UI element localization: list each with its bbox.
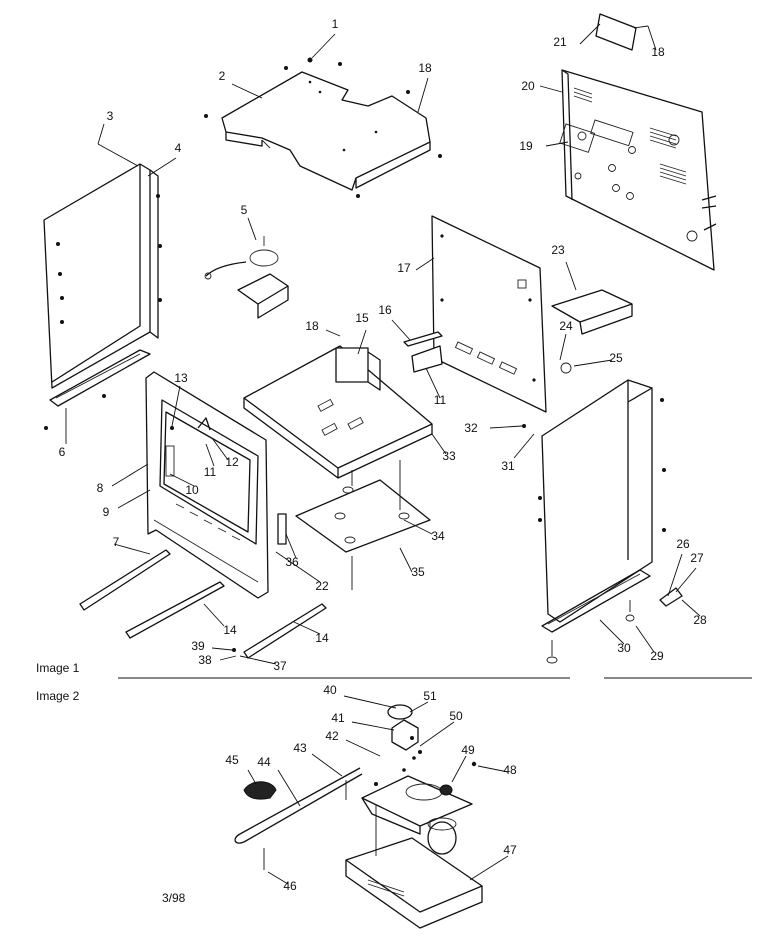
callout-5: 5 xyxy=(241,203,248,217)
callout-labels: 1218211820193451723181516242513116323112… xyxy=(59,17,707,893)
valve-assembly xyxy=(204,236,289,319)
callout-17: 17 xyxy=(397,261,411,275)
grommet-25 xyxy=(560,362,572,374)
callout-26: 26 xyxy=(676,537,690,551)
callout-29: 29 xyxy=(650,649,664,663)
callout-31: 31 xyxy=(501,459,515,473)
callout-18: 18 xyxy=(651,45,665,59)
callout-24: 24 xyxy=(559,319,573,333)
callout-21: 21 xyxy=(553,35,567,49)
back-panel xyxy=(559,69,717,271)
callout-23: 23 xyxy=(551,243,565,257)
callout-6: 6 xyxy=(59,445,66,459)
rear-panel xyxy=(431,215,547,413)
burner-box xyxy=(243,345,433,479)
callout-32: 32 xyxy=(464,421,478,435)
bottom-rail-right xyxy=(243,603,327,659)
bracket-16 xyxy=(403,331,443,347)
callout-14: 14 xyxy=(223,623,237,637)
callout-37: 37 xyxy=(273,659,287,673)
callout-10: 10 xyxy=(185,483,199,497)
callout-44: 44 xyxy=(257,755,271,769)
section-label-image1: Image 1 xyxy=(36,661,80,675)
callout-27: 27 xyxy=(690,551,704,565)
right-side-panel xyxy=(538,379,683,664)
left-side-panel xyxy=(43,163,162,430)
control-assembly xyxy=(234,704,483,929)
callout-2: 2 xyxy=(219,69,226,83)
callout-49: 49 xyxy=(461,743,475,757)
callout-11: 11 xyxy=(204,465,217,479)
callout-3: 3 xyxy=(107,109,114,123)
callout-35: 35 xyxy=(411,565,425,579)
callout-1: 1 xyxy=(332,17,339,31)
footer-code: 3/98 xyxy=(162,891,186,905)
callout-39: 39 xyxy=(191,639,205,653)
callout-9: 9 xyxy=(103,505,110,519)
callout-16: 16 xyxy=(378,303,392,317)
callout-4: 4 xyxy=(175,141,182,155)
section-label-image2: Image 2 xyxy=(36,689,80,703)
small-cover-plate xyxy=(595,13,637,51)
callout-19: 19 xyxy=(519,139,533,153)
callout-40: 40 xyxy=(323,683,337,697)
callout-18: 18 xyxy=(418,61,432,75)
callout-47: 47 xyxy=(503,843,517,857)
callout-8: 8 xyxy=(97,481,104,495)
callout-13: 13 xyxy=(174,371,188,385)
callout-7: 7 xyxy=(113,535,120,549)
leader-lines xyxy=(65,23,701,885)
front-frame xyxy=(145,371,287,599)
callout-36: 36 xyxy=(285,555,299,569)
callout-42: 42 xyxy=(325,729,339,743)
callout-38: 38 xyxy=(198,653,212,667)
callout-41: 41 xyxy=(331,711,345,725)
callout-45: 45 xyxy=(225,753,239,767)
support-bracket xyxy=(551,289,633,323)
front-rail xyxy=(79,549,171,611)
callout-25: 25 xyxy=(609,351,623,365)
callout-14: 14 xyxy=(315,631,329,645)
callout-34: 34 xyxy=(431,529,445,543)
callout-28: 28 xyxy=(693,613,707,627)
callout-30: 30 xyxy=(617,641,631,655)
bracket-11 xyxy=(411,345,443,373)
callout-46: 46 xyxy=(283,879,297,893)
top-cover-panel xyxy=(204,62,442,198)
base-plate xyxy=(295,460,431,590)
callout-20: 20 xyxy=(521,79,535,93)
callout-15: 15 xyxy=(355,311,369,325)
callout-48: 48 xyxy=(503,763,517,777)
callout-51: 51 xyxy=(423,689,437,703)
callout-11: 11 xyxy=(434,393,447,407)
callout-22: 22 xyxy=(315,579,329,593)
callout-50: 50 xyxy=(449,709,463,723)
callout-18: 18 xyxy=(305,319,319,333)
callout-43: 43 xyxy=(293,741,307,755)
callout-33: 33 xyxy=(442,449,456,463)
bottom-rail-left xyxy=(125,581,225,639)
callout-12: 12 xyxy=(225,455,239,469)
